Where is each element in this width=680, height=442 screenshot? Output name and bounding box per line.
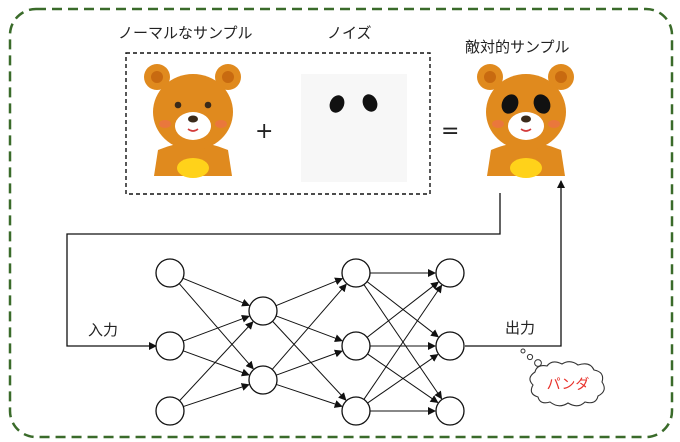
network-edges xyxy=(178,269,443,415)
network-edge xyxy=(366,281,439,338)
sample-noise-box xyxy=(125,52,431,195)
network-edge xyxy=(367,353,439,404)
equals-sign: = xyxy=(441,119,459,144)
network-edge xyxy=(275,315,343,342)
network-edge xyxy=(272,320,347,401)
network-edge xyxy=(183,383,250,408)
network-edge xyxy=(275,277,344,307)
outer-frame xyxy=(8,7,674,439)
adversarial-sample-label: 敵対的サンプル xyxy=(465,38,570,56)
network-edge xyxy=(182,315,250,342)
network-node-l3-n3 xyxy=(341,396,371,426)
network-node-l4-n2 xyxy=(435,331,465,361)
network-edge xyxy=(276,383,343,408)
network-edge xyxy=(363,284,443,400)
network-node-l4-n1 xyxy=(435,258,465,288)
network-node-l2-n1 xyxy=(248,296,278,326)
output-label: 出力 xyxy=(505,319,535,337)
network-node-l3-n1 xyxy=(341,258,371,288)
network-nodes xyxy=(155,258,465,426)
network-node-l2-n2 xyxy=(248,365,278,395)
input-label: 入力 xyxy=(88,321,118,339)
network-edge xyxy=(182,350,250,377)
network-edge xyxy=(179,321,254,402)
plus-sign: + xyxy=(255,119,273,144)
noise-image xyxy=(301,74,407,182)
prediction-label: パンダ xyxy=(547,377,590,393)
noise-label: ノイズ xyxy=(327,24,372,42)
normal-bear-image xyxy=(144,64,241,178)
output-connector xyxy=(465,180,565,347)
network-edge xyxy=(271,283,347,370)
thought-bubble xyxy=(520,348,605,407)
network-node-l4-n3 xyxy=(435,396,465,426)
network-edge xyxy=(178,283,254,370)
input-connector xyxy=(66,193,501,350)
adversarial-bear-image xyxy=(477,64,574,178)
normal-sample-label: ノーマルなサンプル xyxy=(118,24,253,42)
network-node-l1-n2 xyxy=(155,331,185,361)
network-node-l1-n1 xyxy=(155,258,185,288)
network-node-l1-n3 xyxy=(155,396,185,426)
network-node-l3-n2 xyxy=(341,331,371,361)
network-edge xyxy=(275,349,343,376)
network-edge xyxy=(182,277,251,307)
